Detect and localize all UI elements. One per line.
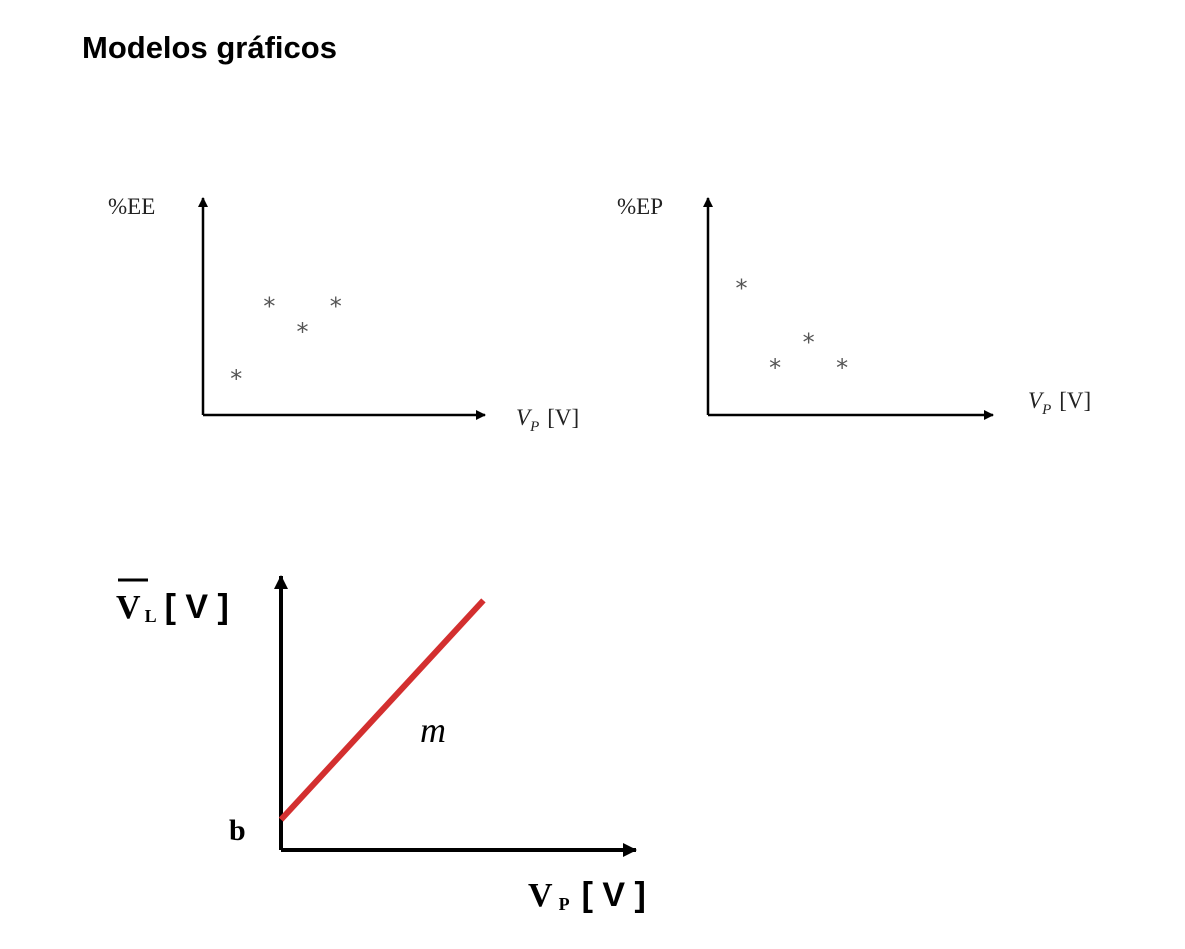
intercept-label: b [229, 814, 246, 847]
data-point: * [836, 354, 848, 382]
page-title: Modelos gráficos [82, 30, 337, 65]
slope-label: m [420, 710, 446, 750]
data-points: * * * * [736, 274, 849, 382]
x-axis-label-unit: [V] [1059, 388, 1091, 413]
x-axis-label-sub: P [529, 419, 539, 435]
x-axis-label-unit: [ V ] [582, 876, 646, 914]
x-axis-label-main: V [516, 405, 533, 430]
chart-efficiency-ep: %EP VP [V] * * * * [617, 194, 1091, 420]
data-point: * [803, 329, 815, 357]
data-point: * [297, 318, 309, 346]
y-axis-label: %EE [108, 194, 155, 219]
x-axis-label-unit: [V] [547, 405, 579, 430]
y-axis-label: %EP [617, 194, 663, 219]
data-point: * [230, 365, 242, 393]
x-axis-label-main: V [528, 877, 553, 914]
data-point: * [330, 293, 342, 321]
regression-line [278, 598, 486, 822]
x-axis-label-main: V [1028, 388, 1045, 413]
data-point: * [263, 293, 275, 321]
y-axis-label-unit: [ V ] [165, 588, 229, 626]
x-axis-label-sub: P [559, 894, 570, 914]
data-point: * [769, 354, 781, 382]
y-axis-label-sub: L [145, 606, 157, 626]
x-axis-label: VP [V] [516, 405, 579, 435]
chart-efficiency-ee: %EE VP [V] * * * * [108, 194, 579, 435]
x-axis-label: VP [V] [1028, 388, 1091, 418]
data-points: * * * * [230, 293, 342, 393]
data-point: * [736, 274, 748, 302]
y-axis-label-main: V [116, 589, 141, 626]
x-axis-label-sub: P [1041, 402, 1051, 418]
